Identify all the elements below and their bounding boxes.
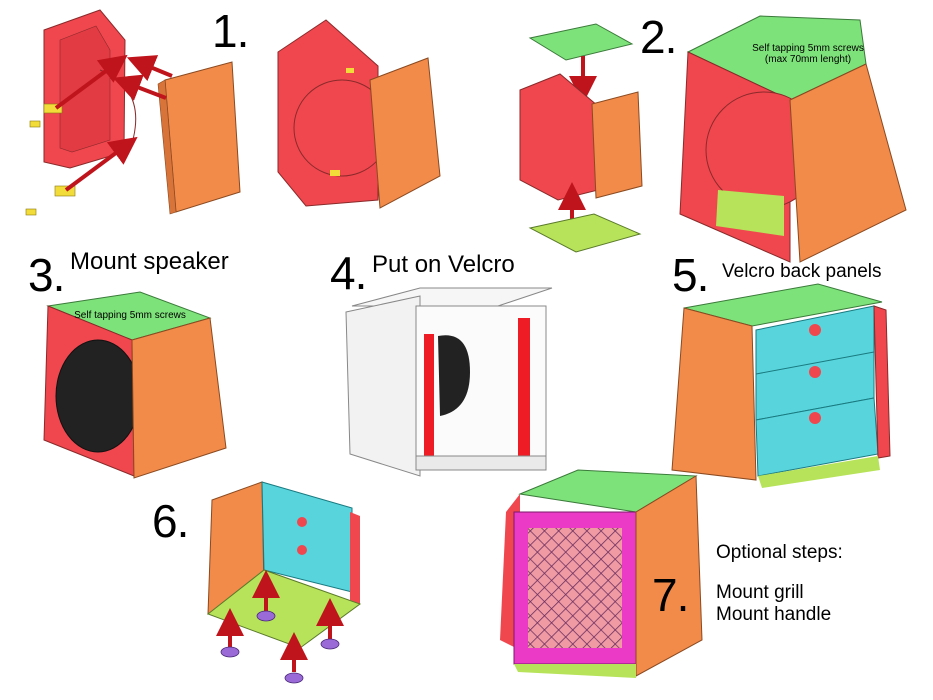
arrow <box>112 74 167 101</box>
side-panel-red <box>873 305 891 459</box>
optional-item-handle: Mount handle <box>716 604 832 625</box>
rubber-foot <box>284 672 304 684</box>
step-2-note-line2: (max 70mm lenght) <box>764 54 852 65</box>
bottom-panel-lime <box>514 664 636 678</box>
front-panel-orange <box>369 57 441 209</box>
panel-seam <box>755 351 875 375</box>
front-panel-orange <box>131 317 227 479</box>
box-top <box>351 287 553 307</box>
step-3-title: Mount speaker <box>70 248 229 275</box>
top-panel-green <box>528 23 634 61</box>
arrow <box>126 55 173 82</box>
screw-part <box>43 103 63 114</box>
box-side <box>345 295 421 477</box>
step-6-number: 6. <box>152 495 189 547</box>
front-panel-orange <box>789 63 907 263</box>
step4-box <box>345 287 553 477</box>
rubber-foot <box>256 610 276 622</box>
front-panel-orange <box>591 91 643 199</box>
step-4-title: Put on Velcro <box>372 251 515 278</box>
step-7-number: 7. <box>652 569 689 621</box>
screw-part <box>54 185 76 197</box>
optional-steps-heading: Optional steps: <box>716 542 843 563</box>
step1-exploded-parts <box>25 9 241 216</box>
screw-part <box>25 208 37 216</box>
screw-part <box>330 170 340 176</box>
step-1-number: 1. <box>212 5 249 57</box>
side-panel-red <box>350 512 360 604</box>
step-5-title: Velcro back panels <box>722 261 882 282</box>
handle-hole <box>297 545 307 555</box>
velcro-strip <box>424 334 434 462</box>
step7-box <box>500 469 703 678</box>
arrow <box>54 54 128 110</box>
step3-box <box>43 291 227 479</box>
front-panel-edge <box>157 79 177 215</box>
speaker-cone <box>55 339 141 453</box>
front-panel-orange <box>164 61 241 213</box>
handle-hole <box>809 412 821 424</box>
arrow <box>64 136 138 192</box>
step6-box <box>206 481 362 684</box>
speaker-cone <box>438 335 470 416</box>
handle-hole <box>809 366 821 378</box>
grill-mesh <box>528 528 622 648</box>
box-bottom <box>415 455 547 471</box>
step-3-note: Self tapping 5mm screws <box>74 310 186 321</box>
step-5-number: 5. <box>672 249 709 301</box>
step2-assembled-box <box>679 15 907 263</box>
front-panel-orange <box>671 307 757 481</box>
bottom-panel-lime <box>758 456 880 488</box>
handle-hole <box>809 324 821 336</box>
rubber-foot <box>320 638 340 650</box>
side-panel-inner <box>59 25 111 153</box>
rubber-foot <box>220 646 240 658</box>
feet <box>216 570 344 684</box>
screw-part <box>29 120 41 128</box>
handle-hole <box>297 517 307 527</box>
screw-part <box>346 68 354 73</box>
front-panel-orange <box>635 475 703 677</box>
step-2-number: 2. <box>640 11 677 63</box>
step-3-number: 3. <box>28 249 65 301</box>
bottom-panel-lime <box>716 190 784 236</box>
bottom-panel-lime <box>206 569 362 649</box>
step-4-number: 4. <box>330 247 367 299</box>
step1-assembled <box>277 19 441 209</box>
optional-item-grill: Mount grill <box>716 582 804 603</box>
side-panel-red <box>519 73 599 201</box>
step5-box <box>671 283 891 488</box>
bottom-panel-lime <box>528 213 642 253</box>
velcro-strip <box>518 318 530 456</box>
step2-exploded <box>519 23 643 253</box>
step-2-note-line1: Self tapping 5mm screws <box>752 43 864 54</box>
